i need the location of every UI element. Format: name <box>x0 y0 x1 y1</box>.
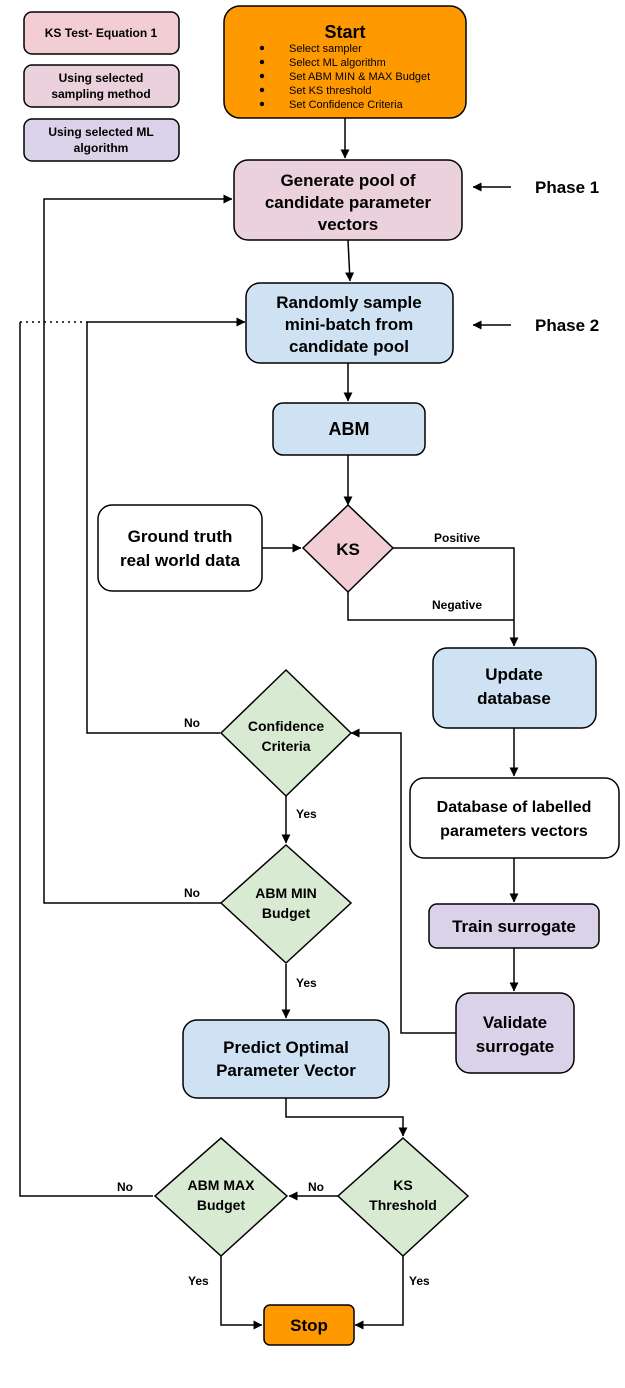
edge-predict-to-threshold <box>285 1098 408 1137</box>
edge-label-confidence-no: No <box>184 716 200 730</box>
random-sample-label-3: candidate pool <box>289 337 409 356</box>
legend-ml-box <box>23 118 180 162</box>
edge-generate-to-sample <box>345 239 355 282</box>
labelled-database-label-2: parameters vectors <box>440 823 588 840</box>
start-item: Set KS threshold <box>289 85 372 97</box>
validate-surrogate-label-2: surrogate <box>476 1037 554 1056</box>
labelled-database-label-1: Database of labelled <box>437 799 592 816</box>
edge-min-no <box>43 194 233 904</box>
generate-pool-label-3: vectors <box>318 215 378 234</box>
start-item: Select ML algorithm <box>289 57 386 69</box>
abm-max-budget-node: ABM MAX Budget <box>153 1137 289 1258</box>
generate-pool-node: Generate pool of candidate parameter vec… <box>233 159 463 241</box>
abm-max-budget-label-2: Budget <box>197 1197 246 1213</box>
edge-label-min-no: No <box>184 886 200 900</box>
legend-sampling-label-2: sampling method <box>51 87 150 101</box>
legend-ks-test-label: KS Test- Equation 1 <box>45 26 158 40</box>
ks-threshold-node: KS Threshold <box>336 1136 470 1258</box>
abm-label: ABM <box>329 419 370 439</box>
edge-max-yes <box>220 1256 263 1330</box>
start-node: Start Select sampler Select ML algorithm… <box>223 5 467 119</box>
abm-min-budget-label-1: ABM MIN <box>255 885 316 901</box>
edges <box>19 118 519 1330</box>
predict-optimal-node: Predict Optimal Parameter Vector <box>182 1019 390 1099</box>
legend-ml-label-2: algorithm <box>74 141 129 155</box>
edge-label-confidence-yes: Yes <box>296 807 317 821</box>
ground-truth-label-2: real world data <box>120 551 241 570</box>
random-sample-label-1: Randomly sample <box>276 293 422 312</box>
abm-node: ABM <box>272 402 426 456</box>
abm-max-budget-label-1: ABM MAX <box>188 1177 256 1193</box>
legend: KS Test- Equation 1 Using selected sampl… <box>23 11 180 162</box>
legend-ml-label-1: Using selected ML <box>48 125 153 139</box>
bullet-icon <box>259 45 265 51</box>
legend-sampling-box <box>23 64 180 108</box>
edge-max-no <box>19 322 153 1197</box>
start-item: Set ABM MIN & MAX Budget <box>289 71 430 83</box>
confidence-criteria-label-1: Confidence <box>248 718 324 734</box>
edge-label-positive: Positive <box>434 531 480 545</box>
validate-surrogate-node: Validate surrogate <box>455 992 575 1074</box>
ground-truth-node: Ground truth real world data <box>97 504 263 592</box>
edge-label-negative: Negative <box>432 598 482 612</box>
edge-label-ks-threshold-no: No <box>308 1180 324 1194</box>
update-database-node: Update database <box>432 647 597 729</box>
random-sample-label-2: mini-batch from <box>285 315 413 334</box>
ks-threshold-label-2: Threshold <box>369 1197 437 1213</box>
confidence-criteria-node: Confidence Criteria <box>219 668 353 798</box>
start-title: Start <box>324 22 365 42</box>
ground-truth-label-1: Ground truth <box>128 527 233 546</box>
predict-optimal-label-2: Parameter Vector <box>216 1061 356 1080</box>
edge-ks-negative <box>347 592 514 621</box>
edge-threshold-yes <box>354 1256 404 1330</box>
legend-sampling-label-1: Using selected <box>59 71 144 85</box>
edge-label-min-yes: Yes <box>296 976 317 990</box>
generate-pool-label-2: candidate parameter <box>265 193 432 212</box>
abm-min-budget-node: ABM MIN Budget <box>219 843 353 965</box>
edge-label-max-yes: Yes <box>188 1274 209 1288</box>
edge-validate-to-confidence <box>350 728 456 1034</box>
train-surrogate-label: Train surrogate <box>452 917 576 936</box>
bullet-icon <box>259 59 265 65</box>
abm-min-budget-label-2: Budget <box>262 905 311 921</box>
predict-optimal-label-1: Predict Optimal <box>223 1038 349 1057</box>
bullet-icon <box>259 73 265 79</box>
stop-node: Stop <box>263 1304 355 1346</box>
phase2-label: Phase 2 <box>535 316 599 335</box>
update-database-label-2: database <box>477 689 551 708</box>
bullet-icon <box>259 87 265 93</box>
validate-surrogate-label-1: Validate <box>483 1013 547 1032</box>
edge-ks-positive <box>393 547 519 647</box>
legend-ks-test-box <box>23 11 180 55</box>
train-surrogate-node: Train surrogate <box>428 903 600 949</box>
edge-label-max-no: No <box>117 1180 133 1194</box>
start-item: Set Confidence Criteria <box>289 99 404 111</box>
random-sample-node: Randomly sample mini-batch from candidat… <box>245 282 454 364</box>
stop-label: Stop <box>290 1316 328 1335</box>
start-items: Select sampler Select ML algorithm Set A… <box>259 43 430 111</box>
ks-node: KS <box>301 503 395 594</box>
edge-label-ks-threshold-yes: Yes <box>409 1274 430 1288</box>
phase1-label: Phase 1 <box>535 178 599 197</box>
bullet-icon <box>259 101 265 107</box>
ks-threshold-label-1: KS <box>393 1177 412 1193</box>
start-item: Select sampler <box>289 43 362 55</box>
generate-pool-label-1: Generate pool of <box>280 171 415 190</box>
update-database-label-1: Update <box>485 665 543 684</box>
confidence-criteria-label-2: Criteria <box>261 738 310 754</box>
labelled-database-node: Database of labelled parameters vectors <box>409 777 620 859</box>
ks-label: KS <box>336 540 360 559</box>
edge-confidence-no <box>86 317 246 734</box>
